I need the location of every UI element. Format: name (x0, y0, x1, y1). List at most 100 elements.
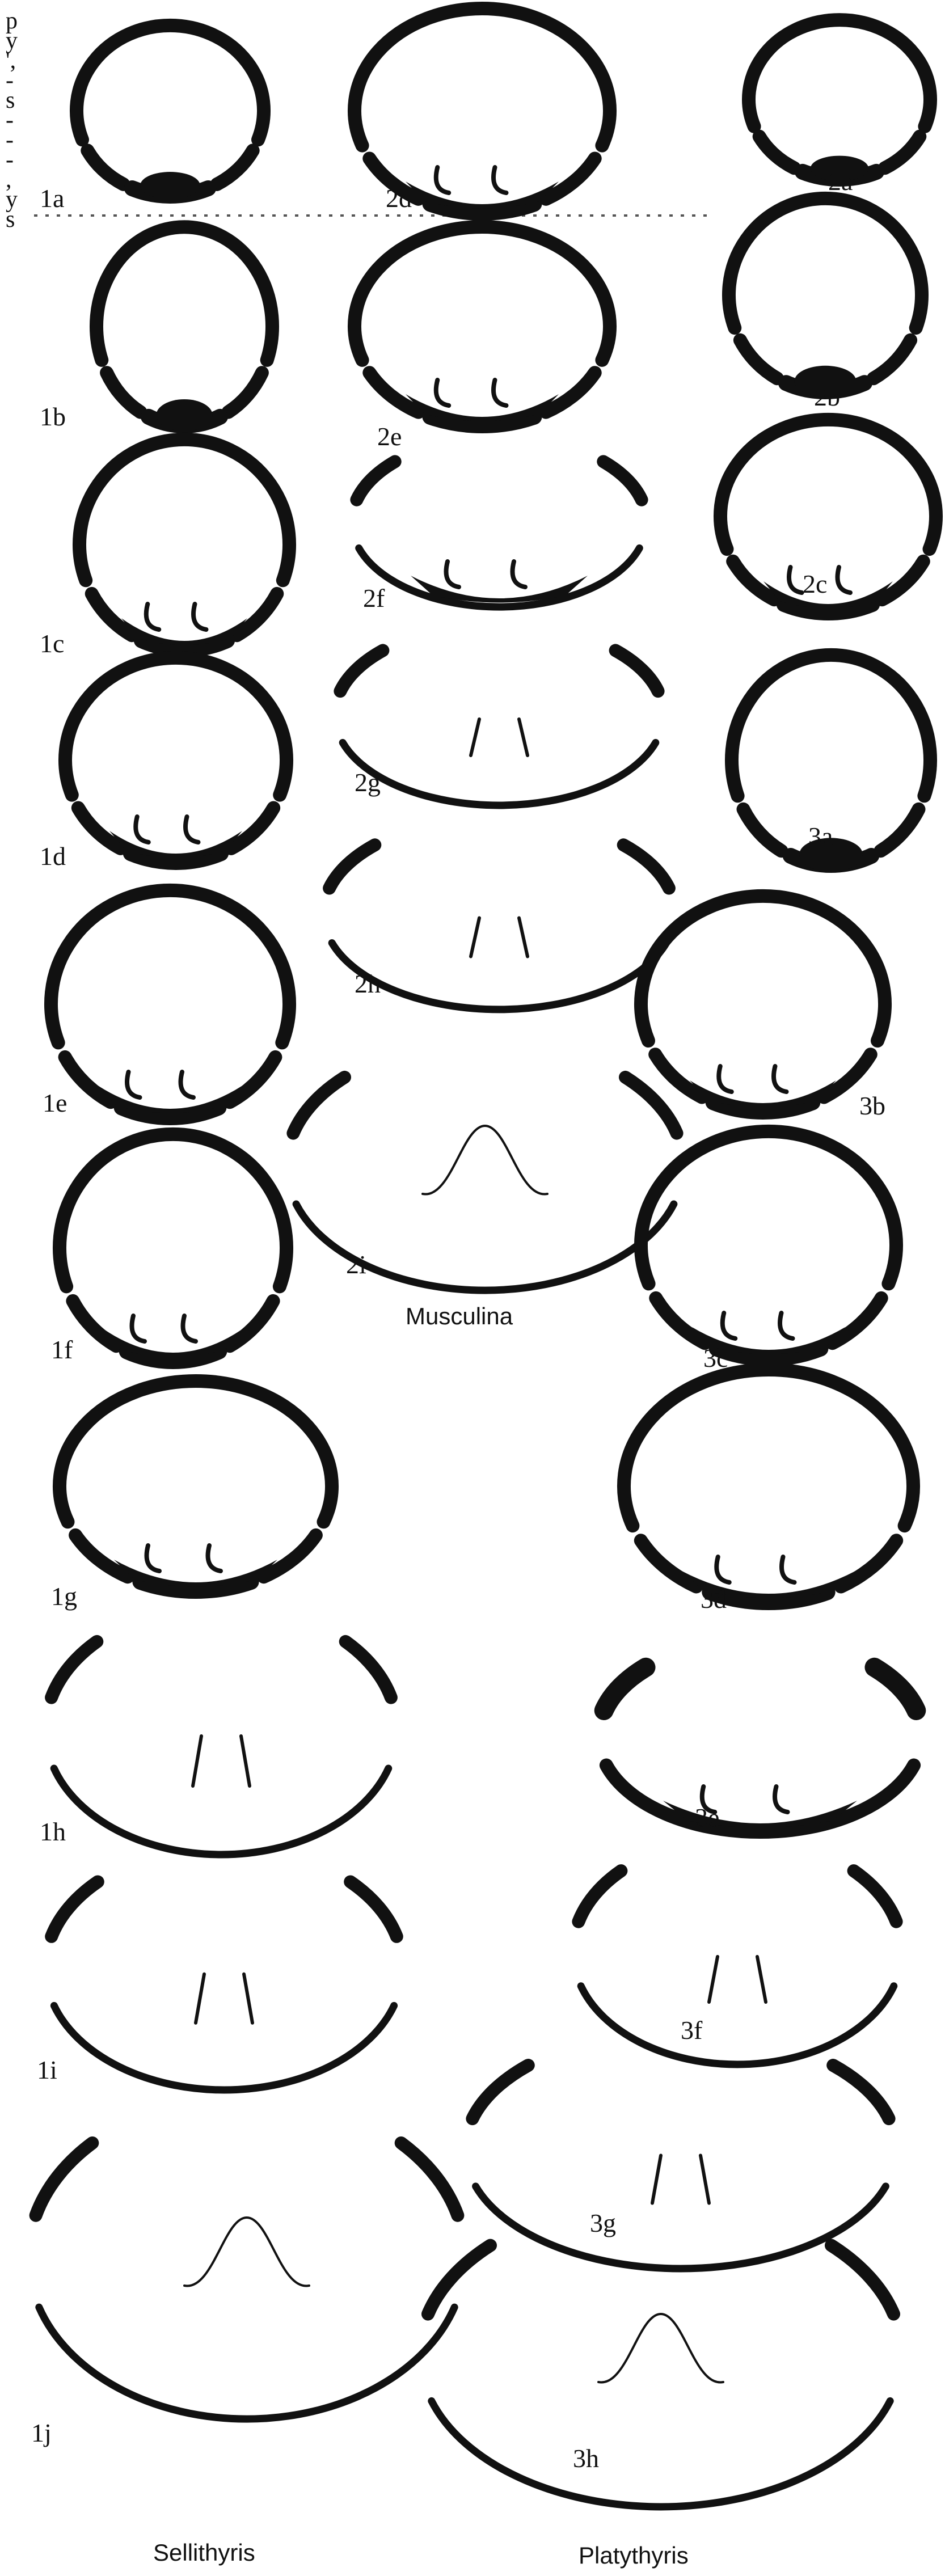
right-flank-arc (229, 373, 262, 412)
left-crus (132, 1316, 145, 1341)
left-crural-trace (471, 918, 479, 957)
left-flank-arc (78, 808, 121, 848)
section-label-3e: 3e (695, 1803, 719, 1832)
left-dorsal-fragment (428, 2245, 491, 2314)
dorsal-valve-arc (60, 1381, 332, 1522)
right-dorsal-fragment (351, 1882, 397, 1936)
section-label-1b: 1b (40, 402, 66, 431)
right-dorsal-fragment (615, 651, 658, 691)
section-label-2e: 2e (377, 422, 402, 451)
right-crus (181, 1072, 194, 1097)
section-1c: 1c (40, 440, 289, 658)
left-crural-trace (196, 1974, 204, 2023)
section-label-3d: 3d (701, 1585, 727, 1614)
right-crus (838, 567, 851, 593)
right-dorsal-fragment (833, 2066, 889, 2119)
right-flank-arc (230, 1301, 273, 1346)
right-crus (183, 1316, 196, 1341)
section-label-3f: 3f (681, 2016, 703, 2045)
truncated-caption-edge: py',-s---,ys (6, 8, 18, 233)
right-flank-arc (546, 373, 595, 412)
right-dorsal-fragment (604, 462, 642, 500)
left-crus (136, 817, 149, 842)
left-crus (436, 167, 449, 193)
right-flank-arc (230, 1057, 275, 1102)
left-crus (127, 1072, 140, 1097)
section-label-1i: 1i (37, 2055, 57, 2084)
ventral-valve-arc (54, 1768, 389, 1855)
section-3e: 3e (604, 1667, 917, 1832)
dorsal-valve-arc (60, 1134, 286, 1287)
hinge-plate (156, 399, 212, 431)
left-crural-trace (193, 1736, 201, 1786)
section-label-3c: 3c (703, 1344, 728, 1373)
ventral-valve-arc (359, 548, 640, 607)
dorsal-valve-arc (79, 440, 289, 580)
section-3b: 3b (641, 896, 885, 1120)
brachial-loop (598, 2314, 723, 2383)
ventral-valve-arc (581, 1986, 894, 2064)
left-flank-arc (369, 373, 418, 412)
section-3g: 3g (472, 2066, 889, 2269)
left-crural-trace (471, 719, 479, 755)
brachial-loop (423, 1126, 547, 1194)
section-3d: 3d (624, 1370, 913, 1614)
right-crus (185, 817, 199, 842)
section-label-1e: 1e (43, 1088, 67, 1117)
left-crus (723, 1313, 736, 1338)
section-1e: 1e (43, 890, 289, 1117)
right-dorsal-fragment (832, 2245, 894, 2314)
ventral-valve-arc (39, 2307, 454, 2419)
section-label-2f: 2f (363, 584, 385, 613)
right-crural-trace (519, 719, 528, 755)
section-3f: 3f (579, 1871, 896, 2064)
ventral-valve-arc (606, 1766, 914, 1832)
left-dorsal-fragment (52, 1882, 98, 1936)
left-flank-arc (65, 1057, 111, 1102)
left-crus (719, 1066, 732, 1092)
section-3a: 3a (732, 655, 930, 872)
right-crus (513, 561, 526, 587)
left-crural-trace (652, 2156, 661, 2203)
section-label-3a: 3a (808, 822, 833, 851)
left-dorsal-fragment (357, 462, 395, 500)
caption-fragment: s (6, 206, 15, 233)
right-flank-arc (237, 594, 277, 635)
section-2c: 2c (720, 420, 936, 613)
dorsal-valve-arc (51, 890, 289, 1042)
genus-label-platythyris: Platythyris (579, 2542, 689, 2569)
left-dorsal-fragment (604, 1667, 646, 1711)
section-2e: 2e (355, 227, 610, 451)
section-2g: 2g (340, 651, 658, 805)
dorsal-valve-arc (641, 1131, 896, 1283)
brachial-loop (184, 2218, 309, 2286)
right-crus (775, 1787, 788, 1812)
section-label-1a: 1a (40, 184, 64, 213)
right-crural-trace (701, 2156, 709, 2203)
section-label-3g: 3g (590, 2208, 616, 2237)
dorsal-valve-arc (96, 227, 272, 360)
left-crus (716, 1557, 729, 1582)
right-crus (493, 167, 507, 193)
dorsal-valve-arc (732, 655, 930, 796)
section-label-2c: 2c (803, 569, 827, 598)
left-flank-arc (740, 340, 777, 378)
right-crus (774, 1066, 787, 1092)
right-crus (193, 604, 206, 630)
left-flank-arc (656, 1298, 704, 1343)
right-crus (780, 1313, 793, 1338)
left-dorsal-fragment (579, 1871, 621, 1922)
left-flank-arc (73, 1301, 116, 1346)
dorsal-valve-arc (720, 420, 936, 549)
section-1h: 1h (40, 1641, 391, 1855)
section-3h: 3h (428, 2245, 894, 2507)
dorsal-valve-arc (624, 1370, 913, 1526)
section-2i: 2i (293, 1077, 677, 1290)
genus-names: Sellithyris Musculina Platythyris (153, 1303, 689, 2569)
dorsal-valve-arc (749, 20, 930, 126)
right-flank-arc (874, 340, 910, 378)
left-dorsal-fragment (52, 1641, 97, 1697)
left-crus (789, 567, 802, 593)
right-crus (208, 1545, 221, 1571)
